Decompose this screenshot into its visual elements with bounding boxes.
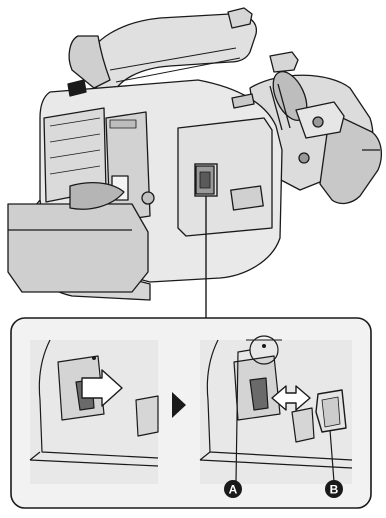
detail-insert: [29, 339, 159, 484]
callout-leader: [194, 163, 218, 318]
callout-lines: [235, 349, 335, 483]
camcorder-illustration: [7, 7, 383, 301]
detail-panel: A B: [10, 317, 372, 509]
step-triangle-icon: [172, 392, 186, 418]
battery-pack: [7, 203, 149, 293]
viewfinder-eyecup: [68, 35, 111, 89]
callout-b-label: B: [330, 483, 339, 497]
eject-arrow-icon: [271, 385, 311, 411]
callout-a-label: A: [229, 483, 238, 497]
insert-arrow-icon: [81, 369, 123, 407]
top-handle: [85, 13, 258, 97]
side-panel: [177, 117, 273, 237]
accessory-shoe: [227, 7, 253, 29]
lens-hood: [319, 111, 383, 205]
callout-a: A: [224, 480, 242, 498]
callout-b: B: [325, 480, 343, 498]
detail-eject: [199, 335, 353, 484]
